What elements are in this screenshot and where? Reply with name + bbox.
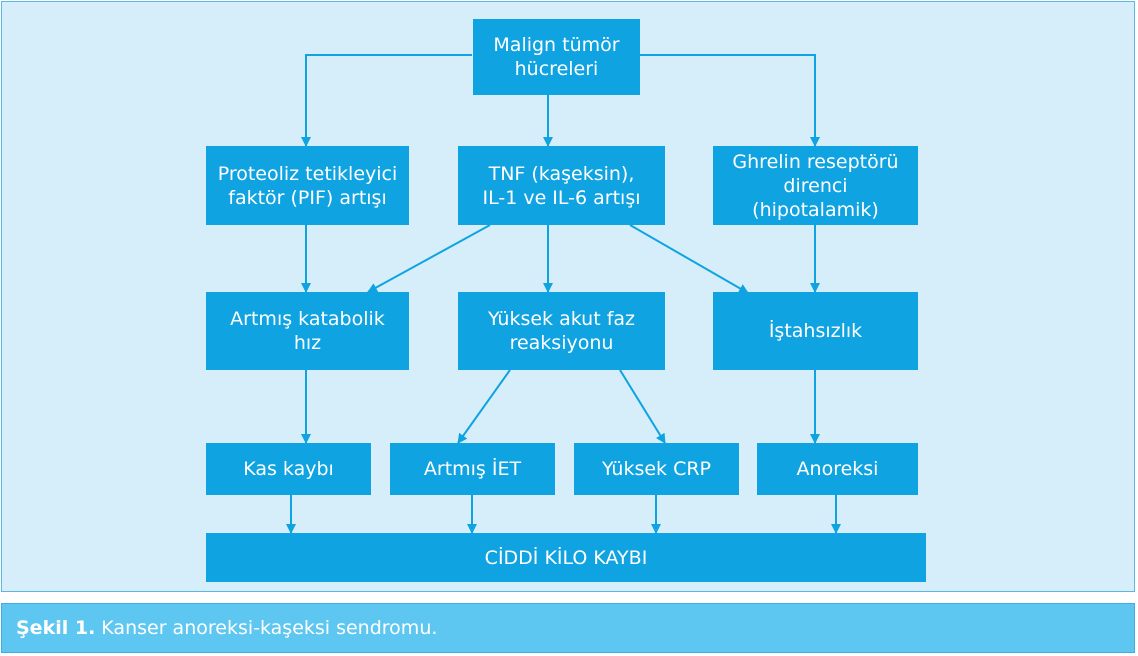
arrow-root-to-ghrelin <box>640 54 820 147</box>
node-high-crp: Yüksek CRP <box>574 443 739 495</box>
node-loss-of-appetite: İştahsızlık <box>713 292 918 370</box>
node-tnf-il-increase: TNF (kaşeksin), IL-1 ve IL-6 artışı <box>458 146 665 225</box>
node-severe-weight-loss: CİDDİ KİLO KAYBI <box>206 533 926 582</box>
node-anorexia: Anoreksi <box>757 443 918 495</box>
figure-caption-label: Şekil 1. <box>16 617 96 639</box>
figure-caption: Şekil 1. Kanser anoreksi-kaşeksi sendrom… <box>1 603 1135 653</box>
node-pif-increase: Proteoliz tetikleyici faktör (PIF) artış… <box>206 146 409 225</box>
node-muscle-loss: Kas kaybı <box>206 443 371 495</box>
arrow-acute-phase-to-crp <box>619 369 666 444</box>
node-malignant-tumor-cells: Malign tümör hücreleri <box>473 19 640 95</box>
arrow-tnf-to-catabolic <box>367 224 491 293</box>
node-ghrelin-resistance: Ghrelin reseptörü direnci (hipotalamik) <box>713 146 918 225</box>
node-high-acute-phase-reaction: Yüksek akut faz reaksiyonu <box>458 292 665 370</box>
node-increased-catabolic-rate: Artmış katabolik hız <box>206 292 409 370</box>
arrow-tnf-to-appetite <box>629 224 749 294</box>
node-increased-iet: Artmış İET <box>390 443 555 495</box>
arrow-acute-phase-to-iet <box>457 369 511 444</box>
figure-caption-text: Kanser anoreksi-kaşeksi sendromu. <box>101 617 438 639</box>
arrow-root-to-pif <box>301 54 472 147</box>
